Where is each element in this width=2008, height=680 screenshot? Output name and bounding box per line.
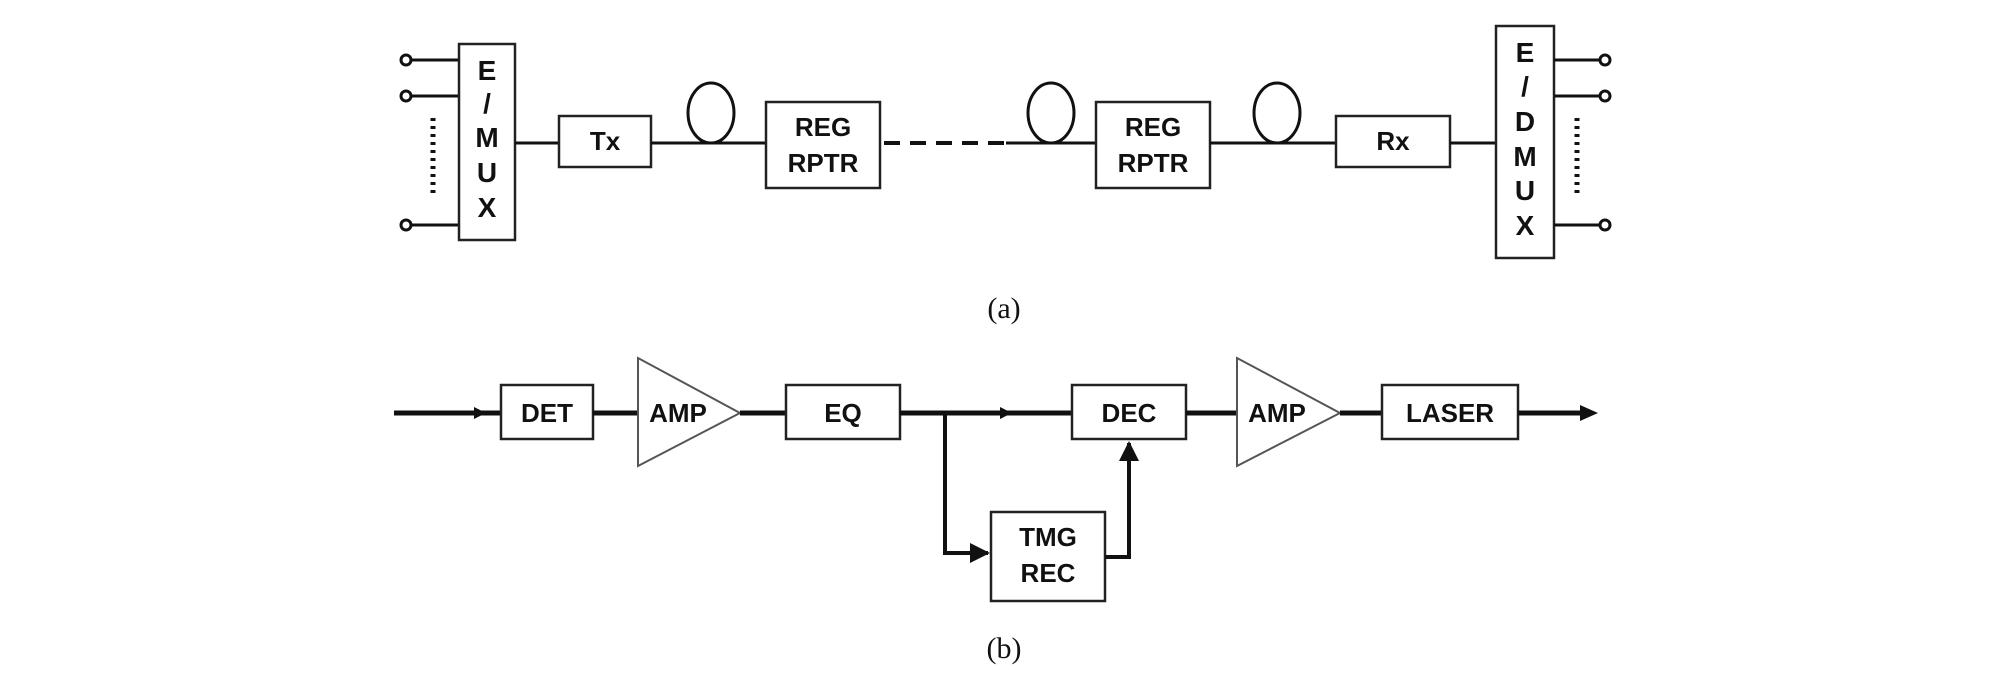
amp2-label: AMP xyxy=(1248,398,1306,428)
mux-char: E xyxy=(478,55,497,86)
eq-label: EQ xyxy=(824,398,862,428)
amp1-block: AMP xyxy=(637,356,743,468)
arrow-icon xyxy=(1580,405,1598,421)
mux-char: U xyxy=(477,157,497,188)
eq-block: EQ xyxy=(784,383,902,441)
caption-b: (b) xyxy=(987,632,1022,665)
demux-output-terminals xyxy=(1554,53,1612,232)
demux-char: X xyxy=(1516,210,1535,241)
demux-char: D xyxy=(1515,106,1535,137)
arrow-icon xyxy=(474,407,486,419)
amp2-block: AMP xyxy=(1236,356,1343,468)
diagram-b: DET AMP EQ TMG REC DEC xyxy=(394,356,1598,665)
dec-block: DEC xyxy=(1070,383,1188,441)
diagram-a: E / M U X Tx REG RPTR xyxy=(399,24,1612,325)
fiber-coil-icon xyxy=(1252,81,1302,145)
fiber-span-3 xyxy=(1210,81,1336,145)
det-block: DET xyxy=(499,383,595,441)
mux-char: / xyxy=(483,88,491,119)
fiber-coil-icon xyxy=(686,81,736,145)
demux-char: E xyxy=(1516,37,1535,68)
tmg-line1: TMG xyxy=(1019,522,1077,552)
reg2-line1: REG xyxy=(1125,112,1181,142)
mux-block: E / M U X xyxy=(457,42,517,242)
demux-char: M xyxy=(1513,141,1536,172)
regenerative-repeater-1: REG RPTR xyxy=(764,100,882,190)
rx-label: Rx xyxy=(1376,126,1410,156)
reg2-line2: RPTR xyxy=(1118,148,1189,178)
mux-char: X xyxy=(478,192,497,223)
tx-block: Tx xyxy=(557,114,653,169)
fiber-span-2 xyxy=(1006,81,1096,145)
rx-block: Rx xyxy=(1334,114,1452,169)
fiber-coil-icon xyxy=(1026,81,1076,145)
mux-char: M xyxy=(475,122,498,153)
caption-a: (a) xyxy=(987,292,1020,325)
demux-char: U xyxy=(1515,175,1535,206)
timing-recovery-block: TMG REC xyxy=(989,510,1107,603)
arrow-icon xyxy=(1000,407,1012,419)
timing-feedback-line xyxy=(1105,441,1139,559)
laser-label: LASER xyxy=(1406,398,1494,428)
dec-label: DEC xyxy=(1102,398,1157,428)
reg1-line1: REG xyxy=(795,112,851,142)
amp1-label: AMP xyxy=(649,398,707,428)
tmg-line2: REC xyxy=(1021,558,1076,588)
fiber-span-1 xyxy=(651,81,766,145)
laser-block: LASER xyxy=(1380,383,1520,441)
demux-char: / xyxy=(1521,71,1529,102)
tx-label: Tx xyxy=(590,126,621,156)
demux-block: E / D M U X xyxy=(1494,24,1556,260)
timing-branch-line xyxy=(943,413,990,563)
mux-input-terminals xyxy=(399,53,459,232)
reg1-line2: RPTR xyxy=(788,148,859,178)
regenerative-repeater-2: REG RPTR xyxy=(1094,100,1212,190)
det-label: DET xyxy=(521,398,573,428)
